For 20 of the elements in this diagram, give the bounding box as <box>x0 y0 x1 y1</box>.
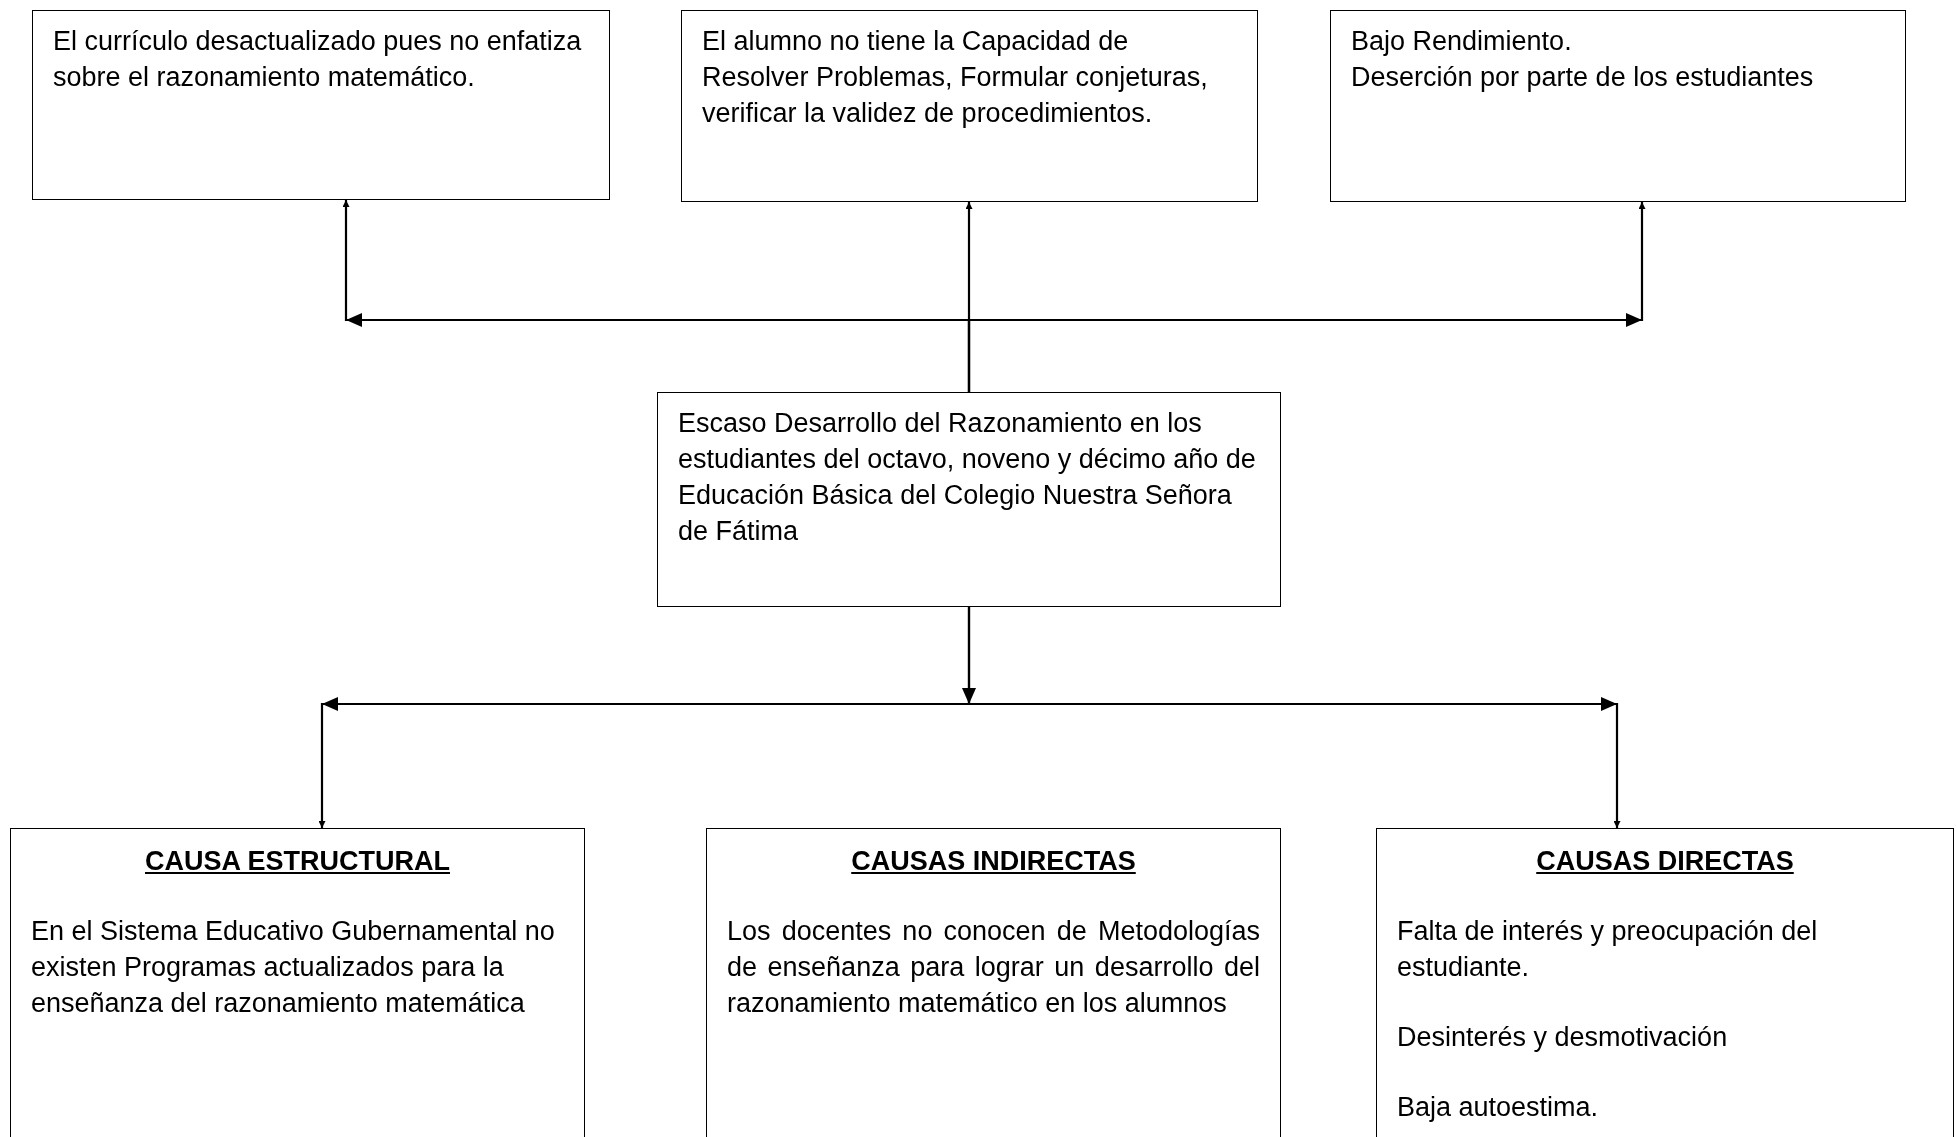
text-box <box>706 828 1281 1137</box>
text-box <box>32 10 610 200</box>
box-text: Falta de interés y preocupación del estudiante. <box>1397 915 1819 984</box>
box-text: Bajo Rendimiento. <box>1351 25 1573 58</box>
box-text: Desinterés y desmotivación <box>1397 1021 1729 1054</box>
box-heading: CAUSA ESTRUCTURAL <box>144 845 451 878</box>
box-heading: CAUSAS DIRECTAS <box>1535 845 1795 878</box>
text-box <box>10 828 585 1137</box>
box-text: Baja autoestima. <box>1397 1091 1600 1124</box>
box-text: Escaso Desarrollo del Razonamiento en los estudiantes del octavo, noveno y décimo año de Educación Básica del Colegio Nuestra Señora de Fátima <box>678 407 1257 548</box>
text-box <box>657 392 1281 607</box>
box-text: Los docentes no conocen de Metodologías de enseñanza para lograr un desarrollo del razonamiento matemático en los alumnos <box>727 915 1260 1020</box>
box-text: El currículo desactualizado pues no enfatiza sobre el razonamiento matemático. <box>53 25 583 94</box>
box-heading: CAUSAS INDIRECTAS <box>850 845 1137 878</box>
box-text: El alumno no tiene la Capacidad de Resolver Problemas, Formular conjeturas, verificar la validez de procedimientos. <box>702 25 1209 130</box>
box-text: En el Sistema Educativo Gubernamental no existen Programas actualizados para la enseñanza del razonamiento matemática <box>31 915 556 1020</box>
text-box <box>1376 828 1954 1137</box>
box-text: Deserción por parte de los estudiantes <box>1351 61 1815 94</box>
text-box <box>681 10 1258 202</box>
text-box <box>1330 10 1906 202</box>
